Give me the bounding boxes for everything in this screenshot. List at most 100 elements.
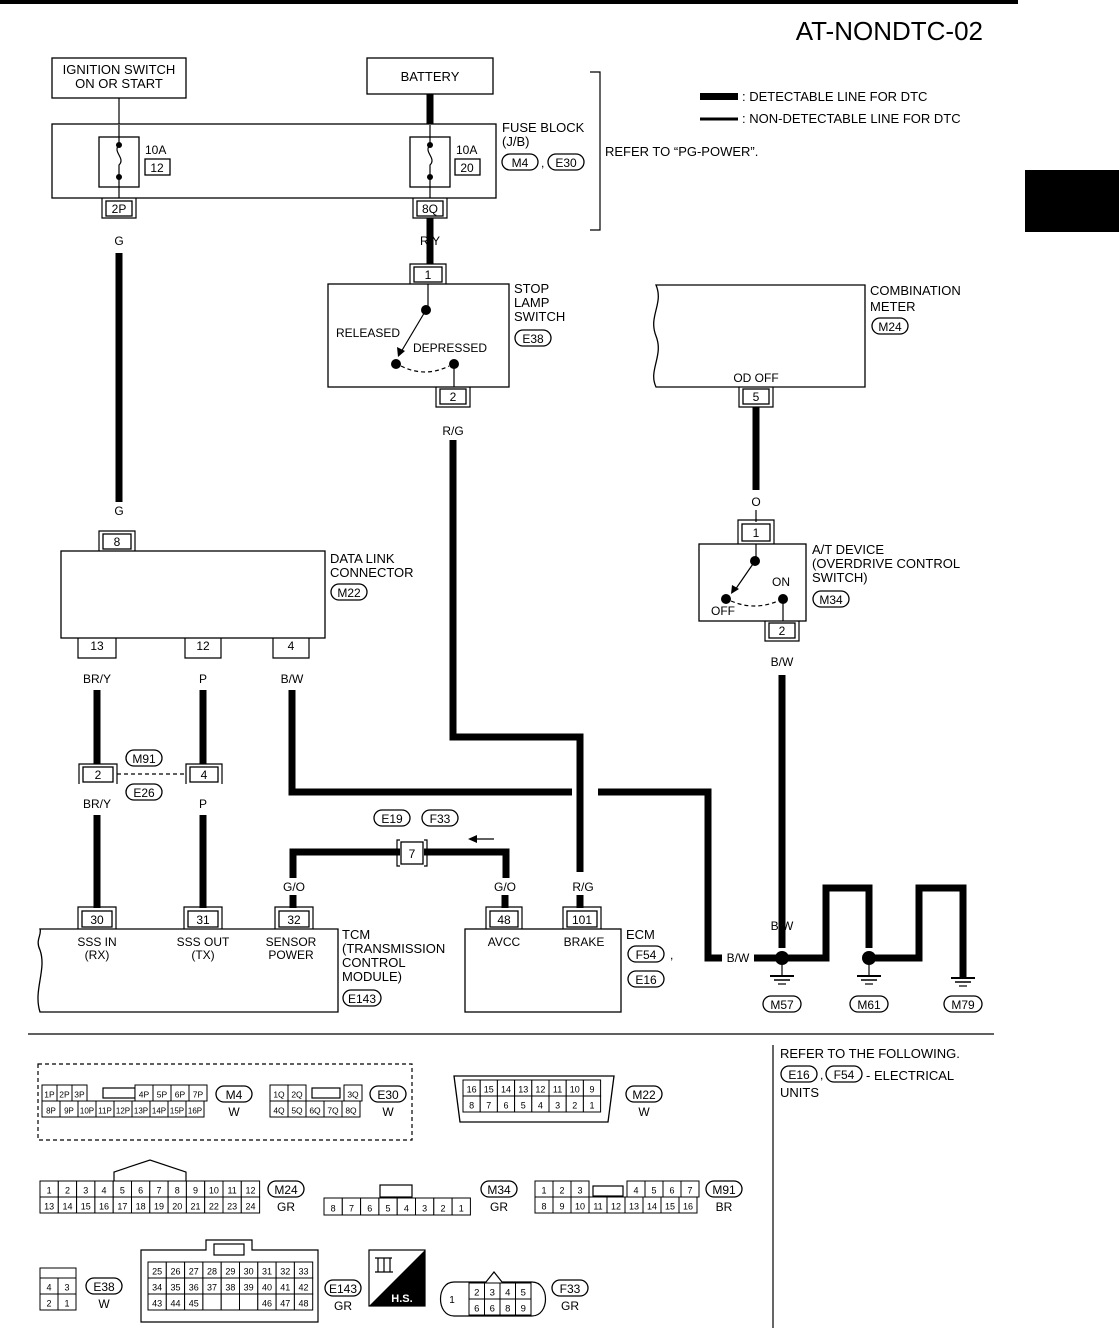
conn-m4b-pin-label: 16P	[188, 1107, 202, 1116]
at-device-pin-2: 2	[779, 624, 786, 638]
conn-e143-cavity	[239, 1293, 259, 1311]
conn-f33-pin-label: 6	[474, 1304, 479, 1315]
fuse-block-label-1: FUSE BLOCK	[502, 120, 585, 135]
conn-m4b-pin-label: 10P	[80, 1107, 94, 1116]
combination-meter-conn: M24	[878, 320, 902, 334]
conn-m24-pin-label: 20	[172, 1202, 182, 1212]
conn-e38-pin-label: 4	[46, 1283, 51, 1293]
conn-m4b-pin-label: 12P	[116, 1107, 130, 1116]
combination-meter-label-1: COMBINATION	[870, 283, 961, 298]
conn-m24-pin-label: 15	[81, 1202, 91, 1212]
combination-meter-pin-5: 5	[753, 390, 760, 404]
ecm: 48 101 AVCC BRAKE ECM F54 , E16	[464, 906, 673, 1013]
conn-e143-pin-label: 42	[299, 1283, 309, 1293]
conn-e143-pin-label: 39	[244, 1283, 254, 1293]
ignition-switch: IGNITION SWITCH ON OR START	[51, 57, 187, 99]
fuse-terminal-8q: 8Q	[412, 198, 448, 219]
conn-m24-pin-label: 14	[62, 1202, 72, 1212]
fuse-block-label-2: (J/B)	[502, 134, 529, 149]
conn-m4b-cavity	[185, 1100, 205, 1118]
conn-m91r-pin-label: 7	[687, 1186, 692, 1196]
conn-e143-pin-label: 30	[244, 1267, 254, 1277]
conn-m34-cavity	[451, 1197, 471, 1216]
joint-conn-e26: E26	[133, 786, 155, 800]
conn-m91b-pin-label: 14	[647, 1202, 657, 1212]
tcm-label-1: TCM	[342, 927, 370, 942]
conn-e143-pin-label: 28	[207, 1267, 217, 1277]
ignition-switch-label-1: IGNITION SWITCH	[63, 62, 176, 77]
conn-m22-pin-label: 16	[467, 1085, 477, 1095]
conn-e143-pin-label: 41	[280, 1283, 290, 1293]
conn-e143-pin-label: 35	[170, 1283, 180, 1293]
fuse-block-conn-e30: E30	[555, 156, 577, 170]
conn-f33-pin-label: 9	[521, 1304, 526, 1315]
stop-lamp-switch: 1 RELEASED DEPRESSED STOP LAMP SWITCH E3…	[327, 263, 565, 408]
conn-e143-pin-label: 34	[152, 1283, 162, 1293]
conn-m4b-pin-label: 14P	[152, 1107, 166, 1116]
conn-m22-pin-label: 6	[503, 1101, 508, 1111]
dlc-label-1: DATA LINK	[330, 551, 395, 566]
conn-m22-pin-label: 13	[518, 1085, 528, 1095]
stop-lamp-pin-2: 2	[450, 390, 457, 404]
conn-m24-pin-label: 21	[191, 1202, 201, 1212]
conn-m91b-pin-label: 10	[575, 1202, 585, 1212]
tcm-sss-in-2: (RX)	[85, 948, 110, 962]
fuse-12-amp: 10A	[145, 143, 166, 157]
conn-e143-pin-label: 32	[280, 1267, 290, 1277]
ground-symbol-m79	[951, 977, 975, 987]
refer-following-conn-f54: F54	[834, 1068, 855, 1082]
tcm-pin-31-label: 31	[196, 913, 210, 927]
conn-m24-pin-label: 5	[120, 1186, 125, 1196]
conn-f33-cavity	[515, 1298, 532, 1316]
conn-m34-pin-label: 3	[422, 1204, 427, 1214]
conn-m22-pin-label: 7	[486, 1101, 491, 1111]
battery-label: BATTERY	[401, 69, 460, 84]
fuse-block-conn-m4: M4	[512, 156, 529, 170]
conn-m4r-pin-label: 6P	[175, 1090, 186, 1100]
ecm-pin-48-label: 48	[497, 913, 511, 927]
conn-e143-pin-label: 43	[152, 1299, 162, 1309]
at-device-conn: M34	[819, 593, 843, 607]
conn-e30-badge-oval	[369, 1085, 407, 1103]
conn-e143-pin-label: 27	[189, 1267, 199, 1277]
conn-m4b-pin-label: 15P	[170, 1107, 184, 1116]
refer-following-line-3: UNITS	[780, 1085, 819, 1100]
conn-m34-lock	[379, 1184, 413, 1198]
conn-e38-id: E38	[93, 1280, 115, 1294]
ground-section: B/W B/W B B B B M57 M61	[727, 884, 983, 1013]
joint-pin-2: 2	[95, 768, 102, 782]
conn-m4b-pin-label: 9P	[64, 1107, 74, 1116]
refer-following-line-2: - ELECTRICAL	[866, 1068, 954, 1083]
top-rule	[0, 0, 1018, 4]
conn-e143-pin-label: 29	[225, 1267, 235, 1277]
tcm: 30 31 32 SSS IN (RX) SSS OUT (TX) SENSOR…	[37, 906, 445, 1013]
tcm-sss-in-1: SSS IN	[77, 935, 116, 949]
stop-lamp-depressed: DEPRESSED	[413, 341, 487, 355]
fuse-block: 10A 12 10A 20 FUSE BLOCK (J/B) M4 , E30 …	[51, 71, 758, 231]
conn-e30b-pin-label: 5Q	[291, 1106, 303, 1116]
conn-e143-pin-label: 47	[280, 1299, 290, 1309]
conn-f33-pin-label: 1	[449, 1295, 455, 1306]
conn-m24-cavity	[240, 1196, 261, 1214]
conn-m4-pin-label: 3P	[74, 1090, 85, 1100]
conn-e143-id: E143	[329, 1282, 357, 1296]
wire-label-bw-ecm: B/W	[727, 951, 750, 965]
conn-m22-pin-label: 15	[484, 1085, 494, 1095]
conn-m4r-pin-label: 7P	[193, 1090, 204, 1100]
wire-go	[289, 848, 510, 878]
fuse-20-amp: 10A	[456, 143, 477, 157]
refer-following-sep: ,	[820, 1068, 823, 1082]
wire-label-bw-atdev: B/W	[771, 655, 794, 669]
stop-lamp-conn: E38	[522, 332, 544, 346]
conn-m24-pin-label: 23	[227, 1202, 237, 1212]
fuse-20: 10A 20	[409, 125, 481, 198]
section-tab	[1025, 170, 1119, 232]
conn-m91b-pin-label: 16	[683, 1202, 693, 1212]
